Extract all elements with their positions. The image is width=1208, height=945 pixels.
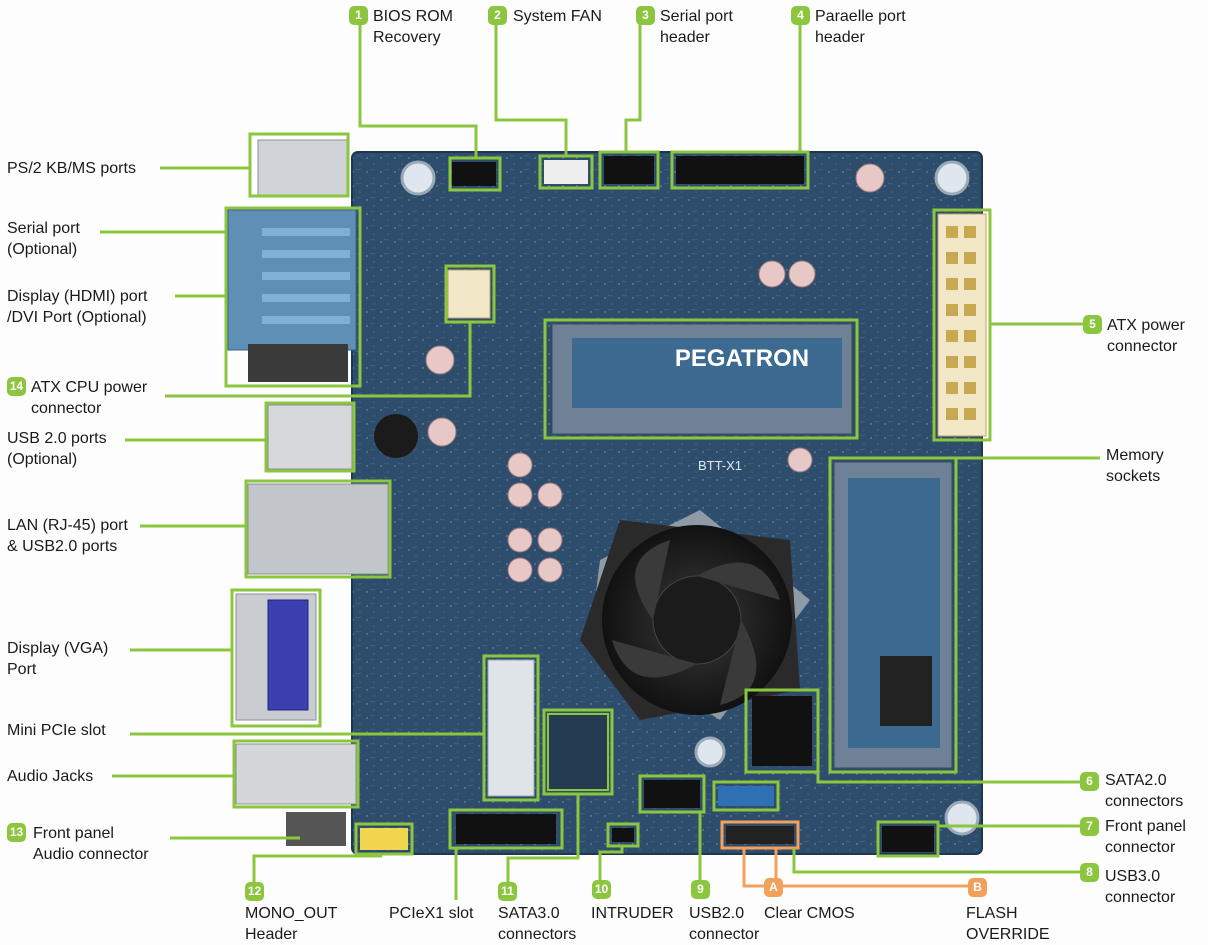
callout-label: USB 2.0 ports (Optional)	[7, 430, 107, 468]
callout-label: Clear CMOS	[764, 905, 855, 922]
model-text: BTT-X1	[698, 458, 742, 473]
callout-label: SATA3.0 connectors	[498, 905, 577, 943]
callout-number: 7	[1080, 817, 1099, 836]
callout-number: 10	[592, 880, 611, 899]
callout-label: Mini PCIe slot	[7, 722, 106, 739]
brand-text: PEGATRON	[675, 345, 809, 372]
callout-number: 6	[1080, 772, 1099, 791]
callout-number: 14	[7, 377, 26, 396]
callout-label: Audio Jacks	[7, 768, 94, 785]
rear-io	[227, 139, 389, 846]
callout-label: Serial port header	[660, 8, 733, 46]
callout-label: FLASH OVERRIDE	[966, 905, 1050, 943]
callout-label: INTRUDER	[591, 905, 674, 922]
callout-number: 11	[498, 882, 517, 901]
callout-number: 5	[1083, 315, 1102, 334]
callout-label: USB3.0 connector	[1105, 868, 1176, 906]
callout-label: SATA2.0 connectors	[1105, 772, 1184, 810]
callout-label: Front panel connector	[1105, 818, 1186, 856]
callout-label: System FAN	[513, 8, 602, 25]
leader-lines	[100, 24, 1100, 900]
callout-label: BIOS ROM Recovery	[373, 8, 454, 46]
callout-label: PCIeX1 slot	[389, 905, 474, 922]
callout-label: ATX CPU power connector	[31, 379, 148, 417]
atx-power	[937, 213, 987, 437]
callout-label: PS/2 KB/MS ports	[7, 160, 136, 177]
callout-label: USB2.0 connector	[689, 905, 760, 943]
callout-number: 4	[791, 6, 810, 25]
callout-label: ATX power connector	[1107, 317, 1185, 355]
top-headers	[452, 156, 804, 186]
clear-cmos-box	[720, 820, 800, 850]
callout-label: Paraelle port header	[815, 8, 906, 46]
callout-letter: B	[968, 878, 987, 897]
callout-label: MONO_OUT Header	[245, 905, 338, 943]
memory-sockets	[551, 323, 953, 769]
callout-label: Memory sockets	[1106, 447, 1164, 485]
callout-letter: A	[764, 878, 783, 897]
cpu-fan	[580, 510, 810, 720]
callout-label: Front panel Audio connector	[33, 825, 149, 863]
callout-label: Serial port (Optional)	[7, 220, 80, 258]
callout-label: LAN (RJ-45) port & USB2.0 ports	[7, 517, 128, 555]
callout-number: 13	[7, 823, 26, 842]
callout-label: Display (HDMI) port /DVI Port (Optional)	[7, 288, 148, 326]
cpu-power	[447, 269, 491, 319]
callout-label: Display (VGA) Port	[7, 640, 109, 678]
callout-number: 9	[691, 880, 710, 899]
callout-number: 3	[636, 6, 655, 25]
highlight-boxes	[224, 132, 992, 858]
callout-number: 1	[349, 6, 368, 25]
slots	[360, 659, 934, 852]
capacitors	[425, 163, 885, 583]
callout-number: 12	[245, 882, 264, 901]
callout-number: 8	[1080, 863, 1099, 882]
callout-number: 2	[488, 6, 507, 25]
